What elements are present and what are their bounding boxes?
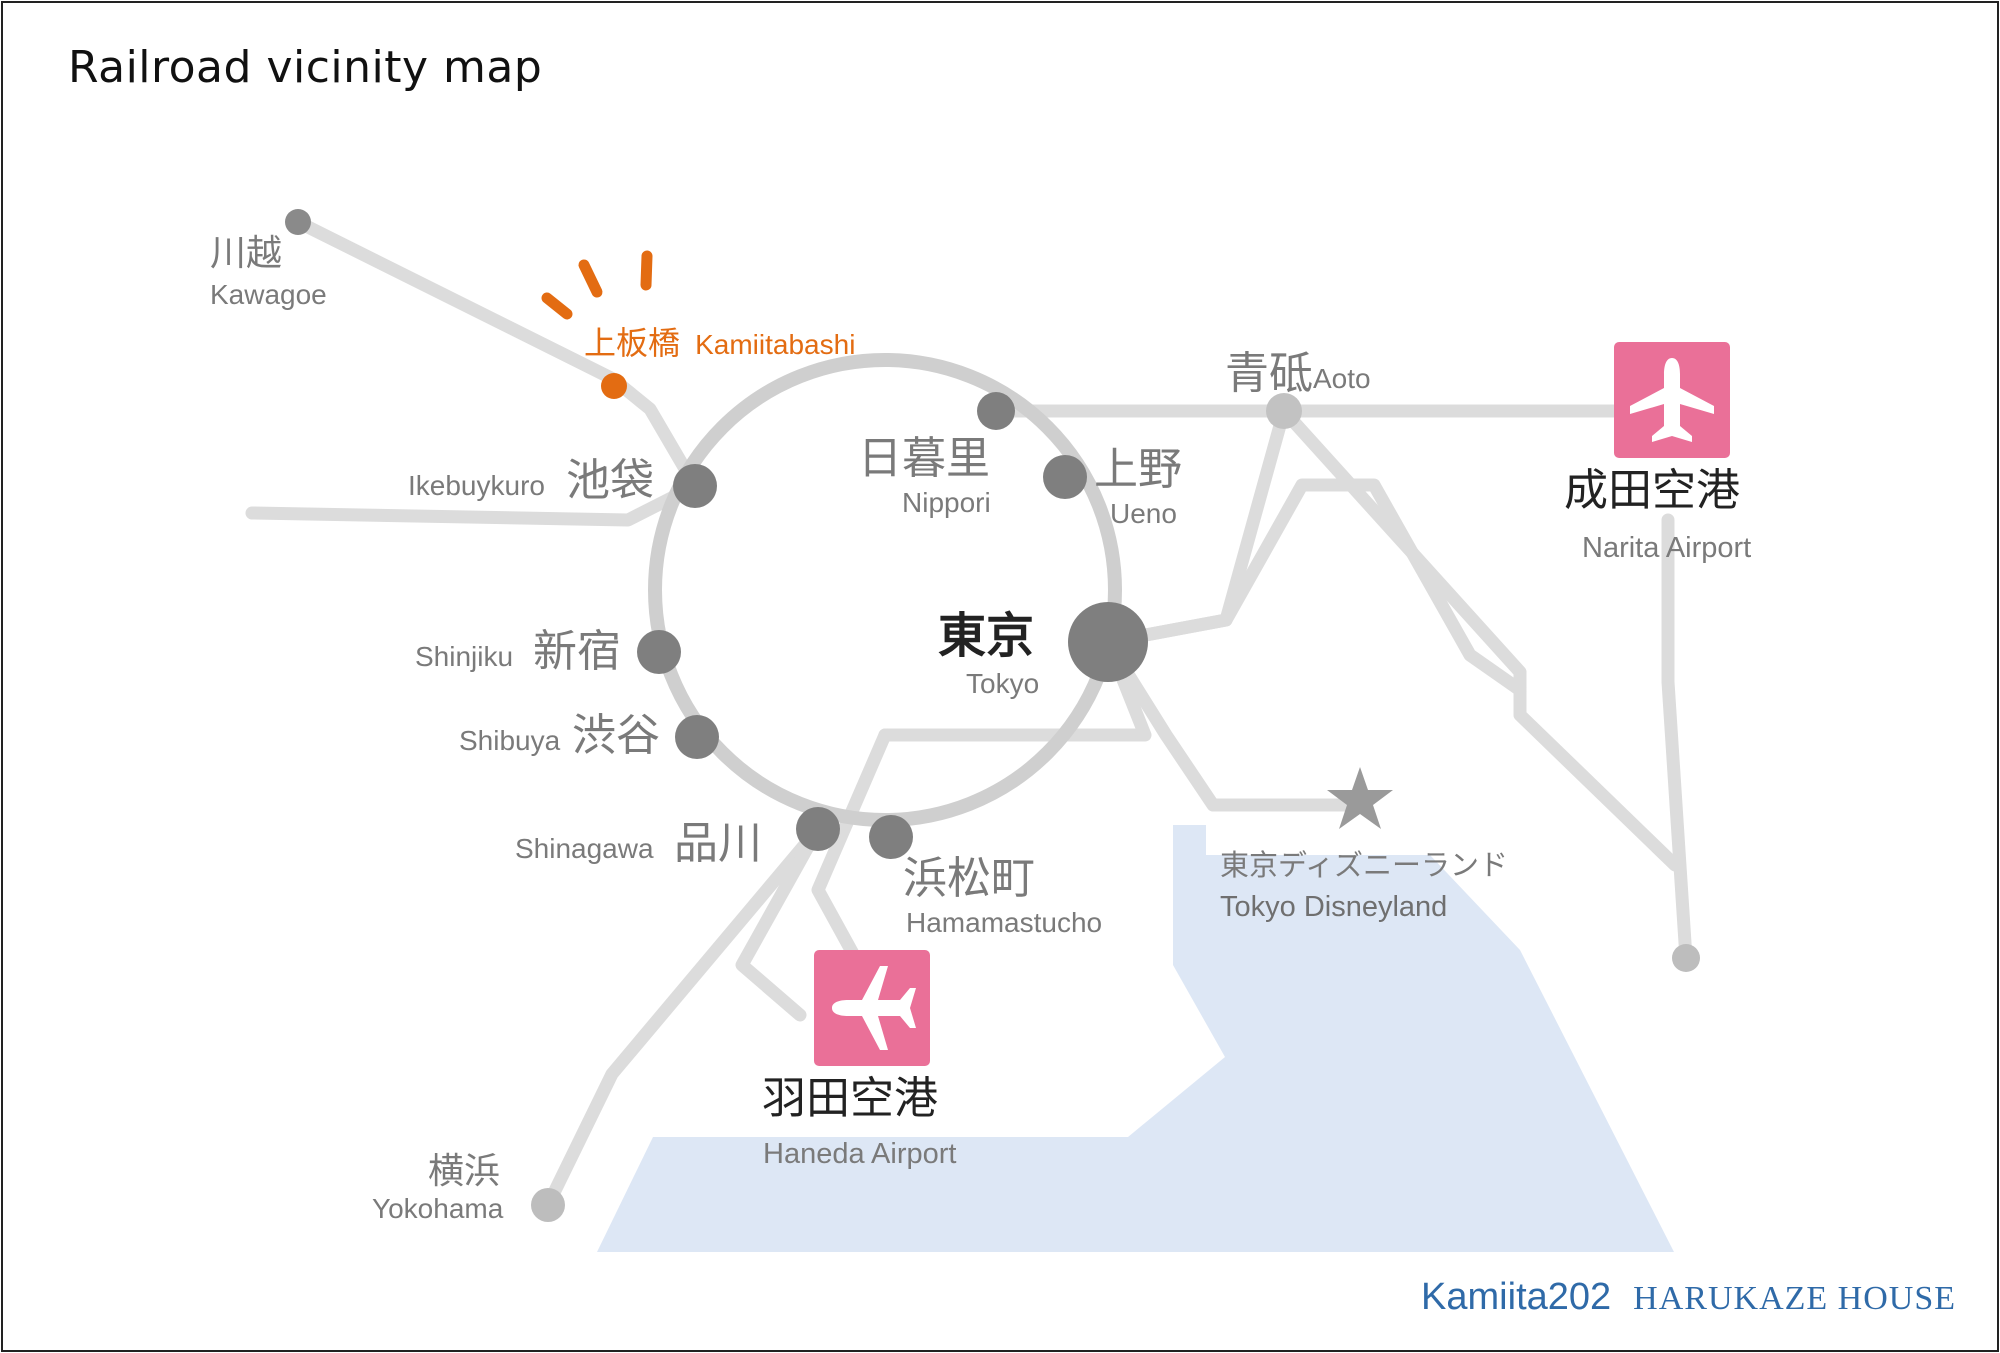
tokyo-label-en: Tokyo [966,668,1040,699]
station-kamiitabashi-dot[interactable] [601,373,627,399]
ikebukuro-label-en: Ikebuykuro [408,470,545,501]
tokyo-label-jp: 東京 [938,608,1035,664]
narita-label-en: Narita Airport [1582,532,1752,564]
aoto-label: 青砥Aoto [1225,352,1371,396]
station-ikebukuro-dot[interactable] [673,464,717,508]
yokohama-label-en: Yokohama [372,1193,504,1224]
station-kawagoe-dot[interactable] [285,209,311,235]
station-nippori-dot[interactable] [977,392,1015,430]
shinagawa-label-jp: 品川 [674,818,762,869]
tokaido-line [541,822,825,1212]
aoto-label-jp: 青砥 [1225,348,1313,399]
narita-label-jp: 成田空港 [1564,465,1740,516]
highlight-rays [541,250,653,320]
narita-airport-icon[interactable] [1614,342,1730,458]
tokyo-east-line [1101,478,1527,697]
keikyu-line [735,822,825,1022]
ikebukuro-label-jp: 池袋 [566,455,654,506]
shibuya-label-jp: 渋谷 [572,710,660,761]
station-aoto-dot[interactable] [1266,393,1302,429]
nippori-label-jp: 日暮里 [858,433,990,484]
monorail-line [811,728,892,977]
narita-branch-line [1661,513,1693,965]
ueno-label-jp: 上野 [1094,444,1182,495]
haneda-label-jp: 羽田空港 [762,1073,938,1124]
yokohama-label-jp: 横浜 [428,1151,501,1192]
tobu-tojo-line [291,215,702,493]
brand-footer: Kamiita202 HARUKAZE HOUSE [1421,1276,1956,1319]
station-tokyo-dot[interactable] [1068,602,1148,682]
shinjuku-label-en: Shinjiku [415,641,514,672]
star-icon [1327,767,1393,829]
disneyland-label-en: Tokyo Disneyland [1220,891,1448,923]
shinagawa-label-en: Shinagawa [515,833,654,864]
kamiitabashi-label-jp: 上板橋 [584,324,681,362]
shinjuku-label-jp: 新宿 [533,626,621,677]
station-ueno-dot[interactable] [1043,455,1087,499]
keiyo-line [1101,635,1357,812]
brand-name: Kamiita202 [1421,1276,1612,1318]
kawagoe-label-jp: 川越 [210,233,283,274]
station-yokohama-dot[interactable] [531,1188,565,1222]
shibuya-label-en: Shibuya [459,725,561,756]
nippori-label-en: Nippori [902,487,991,518]
hamamatsucho-label-en: Hamamastucho [906,907,1103,938]
station-shibuya-dot[interactable] [675,715,719,759]
kawagoe-label-en: Kawagoe [210,279,327,310]
ueno-label-en: Ueno [1110,498,1177,529]
station-hamamatsucho-dot[interactable] [869,815,913,859]
aoto-label-en: Aoto [1313,363,1371,394]
haneda-label-en: Haneda Airport [763,1138,957,1170]
tokyo-bay [597,825,1674,1252]
haneda-airport-icon[interactable] [814,950,930,1066]
airplane-icon [1630,358,1714,442]
kamiitabashi-label: 上板橋 Kamiitabashi [584,327,855,359]
map-title: Railroad vicinity map [68,42,543,93]
station-shinagawa-dot[interactable] [796,807,840,851]
disneyland-label-jp: 東京ディズニーランド [1220,848,1508,882]
brand-house: HARUKAZE HOUSE [1633,1280,1956,1317]
station-shinjuku-dot[interactable] [637,630,681,674]
hamamatsucho-label-jp: 浜松町 [903,853,1035,904]
airplane-icon [832,966,916,1050]
station-narita-end-dot[interactable] [1672,944,1700,972]
kamiitabashi-label-en: Kamiitabashi [695,329,856,360]
